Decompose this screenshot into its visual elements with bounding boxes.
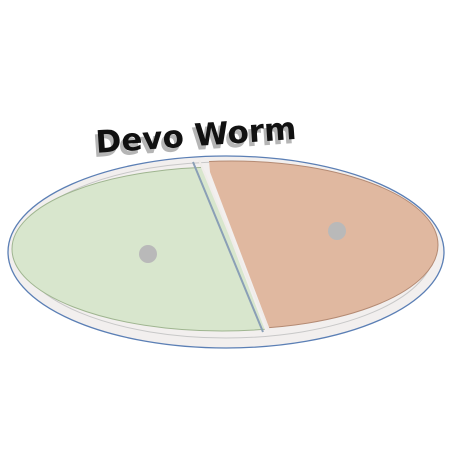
logo-title-group: Devo Worm Devo Worm xyxy=(92,111,298,165)
cell-division-line xyxy=(192,161,264,333)
logo-title: Devo Worm xyxy=(94,111,297,161)
embryo-left-cell-dot xyxy=(139,245,157,263)
cell-division-highlight xyxy=(198,159,270,331)
embryo-right-cell-dot xyxy=(328,222,346,240)
